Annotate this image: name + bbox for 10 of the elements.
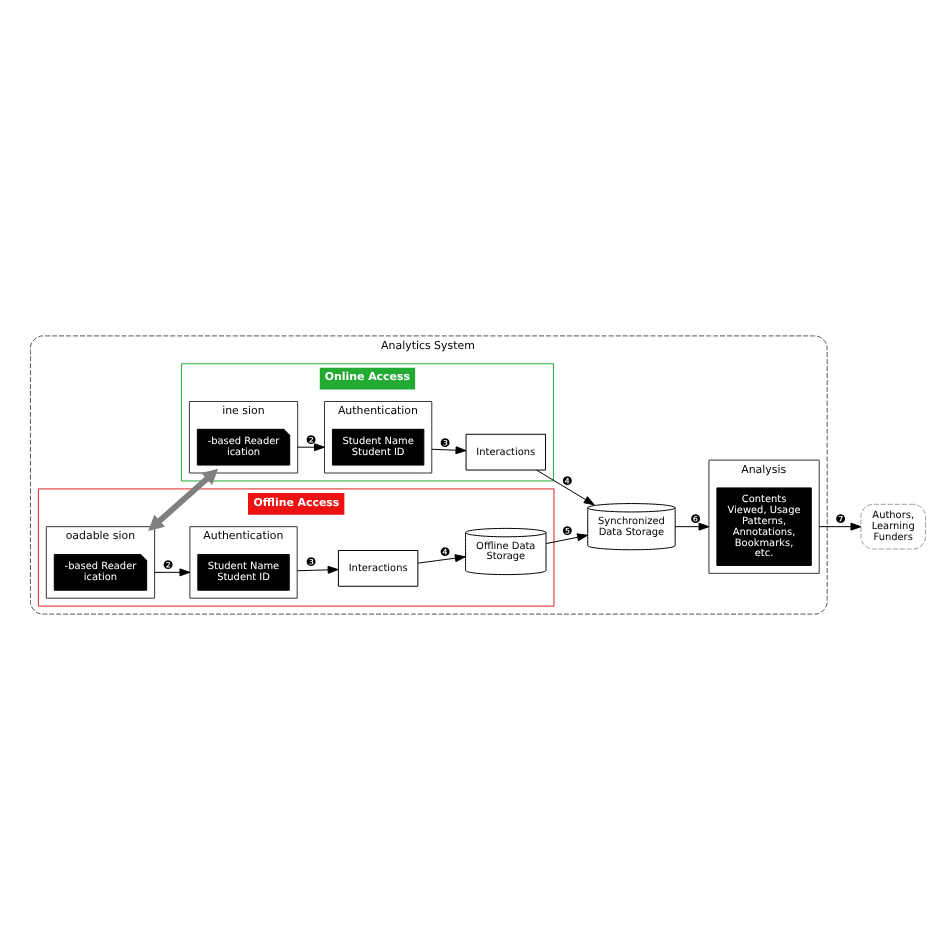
arrow <box>154 567 191 576</box>
arrow <box>296 564 339 573</box>
arrow <box>297 442 325 451</box>
arrow <box>818 521 862 530</box>
arrow <box>545 532 588 544</box>
arrow <box>431 445 467 454</box>
arrow <box>417 553 466 563</box>
arrow <box>148 467 219 530</box>
arrow <box>674 521 710 530</box>
arrow <box>536 468 595 505</box>
